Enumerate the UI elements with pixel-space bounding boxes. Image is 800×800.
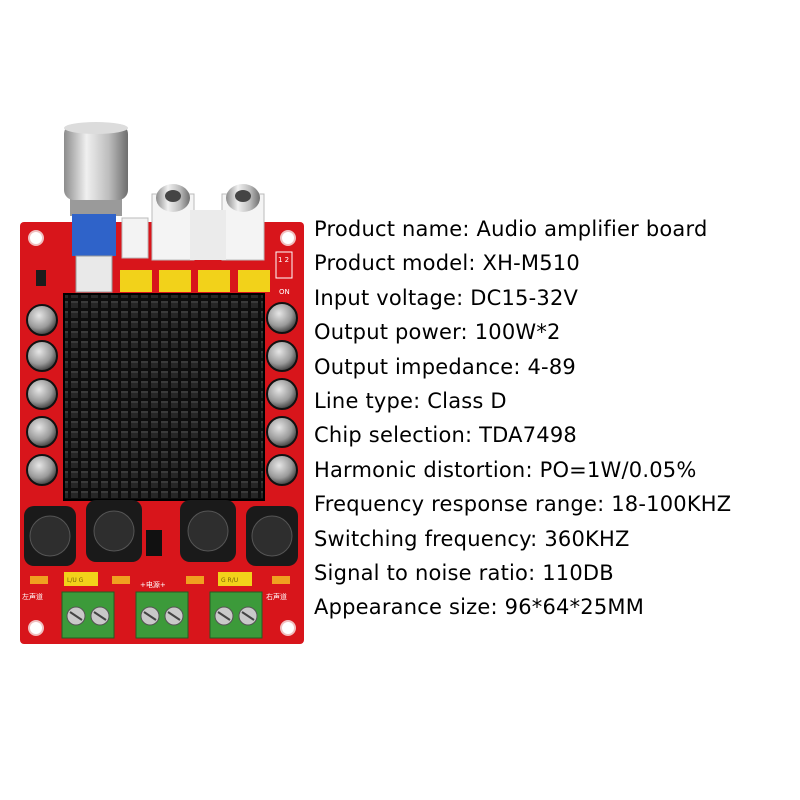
electrolytic-capacitor (266, 378, 298, 410)
electrolytic-capacitors-right (266, 302, 298, 486)
left-channel-label-bg (64, 572, 98, 586)
silk-power: +电源+ (140, 580, 166, 589)
inductor-coil (251, 515, 293, 557)
electrolytic-capacitor (26, 416, 58, 448)
amplifier-board-photo: 1 2 ON L/U G (20, 122, 304, 644)
rca-jack-left-hole (165, 190, 181, 202)
spec-input-voltage: Input voltage: DC15-32V (314, 285, 579, 310)
left-channel-label: L/U G (67, 577, 84, 584)
spec-list: Product name: Audio amplifier board Prod… (314, 212, 794, 625)
terminal-right (209, 591, 263, 639)
electrolytic-capacitor (266, 416, 298, 448)
input-header-connector (121, 217, 149, 259)
rca-bracket (190, 210, 226, 260)
smd-component (186, 576, 204, 584)
electrolytic-capacitor (26, 378, 58, 410)
electrolytic-capacitor (26, 454, 58, 486)
inductor-coil (29, 515, 71, 557)
spec-product-name: Product name: Audio amplifier board (314, 217, 708, 241)
heatsink (63, 293, 265, 501)
inductor-coil (187, 510, 229, 552)
mounting-hole (280, 230, 296, 246)
inductors (24, 500, 298, 566)
smd-component (30, 576, 48, 584)
spec-chip-selection: Chip selection: TDA7498 (314, 423, 577, 448)
silk-left-channel: 左声道 (22, 592, 43, 601)
spec-switching-frequency: Switching frequency: 360KHZ (314, 526, 630, 551)
jumper-pins (36, 270, 46, 286)
mounting-hole (280, 620, 296, 636)
electrolytic-capacitor (266, 302, 298, 334)
potentiometer-knob-top (64, 122, 128, 134)
electrolytic-capacitor (266, 454, 298, 486)
film-capacitor (198, 270, 230, 292)
film-capacitor (238, 270, 270, 292)
electrolytic-capacitors-left (26, 304, 58, 486)
spec-output-power: Output power: 100W*2 (314, 320, 561, 345)
potentiometer-base (75, 255, 113, 293)
spec-line-type: Line type: Class D (314, 389, 507, 414)
spec-frequency-response: Frequency response range: 18-100KHZ (314, 492, 732, 517)
spec-output-impedance: Output impedance: 4-89 (314, 354, 576, 379)
spec-snr: Signal to noise ratio: 110DB (314, 561, 614, 586)
rca-jack-right-hole (235, 190, 251, 202)
silk-right-channel: 右声道 (266, 592, 287, 601)
spec-product-model: Product model: XH-M510 (314, 251, 580, 276)
potentiometer-body (72, 214, 116, 256)
right-channel-label-bg (218, 572, 252, 586)
inductor-coil (93, 510, 135, 552)
mounting-hole (28, 620, 44, 636)
electrolytic-capacitor (26, 304, 58, 336)
right-channel-label: G R/U (221, 577, 238, 584)
spec-harmonic-distortion: Harmonic distortion: PO=1W/0.05% (314, 457, 697, 482)
smd-component (272, 576, 290, 584)
terminal-left (61, 591, 115, 639)
dip-switch-on-label: ON (279, 288, 290, 296)
film-capacitor (159, 270, 191, 292)
dip-switch-numbers: 1 2 (278, 256, 289, 264)
film-capacitor (120, 270, 152, 292)
mounting-hole (28, 230, 44, 246)
electrolytic-capacitor (266, 340, 298, 372)
potentiometer-knob (64, 124, 128, 200)
dip-switch (275, 251, 293, 279)
spec-appearance-size: Appearance size: 96*64*25MM (314, 595, 645, 620)
electrolytic-capacitor (26, 340, 58, 372)
terminal-power (135, 591, 189, 639)
power-regulator (146, 530, 162, 556)
smd-component (112, 576, 130, 584)
